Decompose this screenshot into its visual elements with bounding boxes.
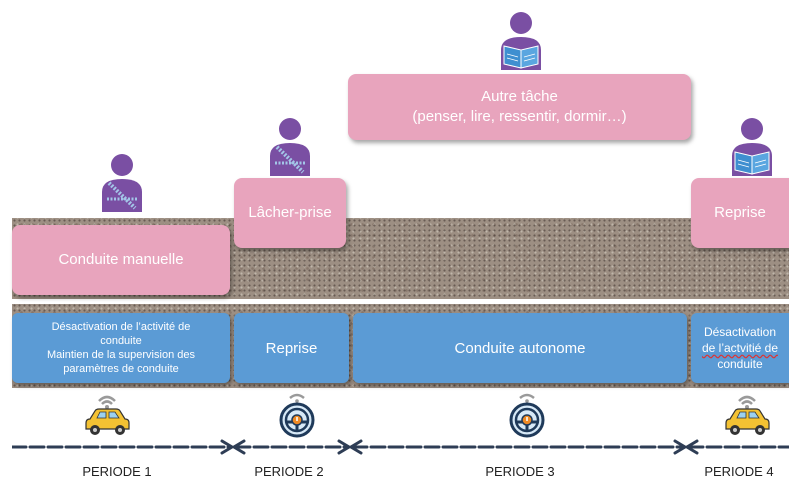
let-go-label: Lâcher-prise xyxy=(248,204,332,221)
takeover-system-box: Reprise xyxy=(234,313,349,383)
road-lane-marking xyxy=(12,299,789,304)
person-reading-icon xyxy=(496,10,546,70)
deactivation-line-2: conduite xyxy=(100,335,142,347)
connected-car-icon xyxy=(82,392,132,438)
takeover-system-label: Reprise xyxy=(265,339,318,357)
let-go-box: Lâcher-prise xyxy=(234,178,346,248)
manual-driving-label: Conduite manuelle xyxy=(58,251,184,268)
steering-wheel-icon-period-3 xyxy=(502,392,552,438)
manual-driving-box: Conduite manuelle xyxy=(12,225,230,295)
deactivation-line-1: Désactivation de l’activité de xyxy=(51,321,191,333)
deactivation-right-line-2: de l’actvitié de xyxy=(701,341,779,355)
person-reading-takeover-icon xyxy=(727,116,777,176)
other-task-examples: (penser, lire, ressentir, dormir…) xyxy=(412,108,627,125)
deactivation-supervision-box: Désactivation de l’activité de conduite … xyxy=(12,313,230,383)
autonomous-driving-label: Conduite autonome xyxy=(454,339,586,357)
autonomous-driving-box: Conduite autonome xyxy=(353,313,687,383)
takeover-driver-box: Reprise xyxy=(691,178,789,248)
steering-wheel-icon xyxy=(272,392,322,438)
period-label-4: PERIODE 4 xyxy=(704,464,774,479)
person-driving-relaxed-icon xyxy=(265,116,315,176)
deactivation-line-4: paramètres de conduite xyxy=(63,363,179,375)
deactivation-right-line-1: Désactivation xyxy=(703,325,777,339)
deactivation-box-right: Désactivation de l’actvitié de conduite xyxy=(691,313,789,383)
deactivation-right-line-3: conduite xyxy=(717,357,763,371)
period-label-1: PERIODE 1 xyxy=(82,464,152,479)
takeover-driver-label: Reprise xyxy=(714,204,766,221)
period-label-3: PERIODE 3 xyxy=(485,464,555,479)
person-driving-icon xyxy=(97,152,147,212)
period-label-2: PERIODE 2 xyxy=(254,464,324,479)
connected-car-icon-period-4 xyxy=(722,392,772,438)
timeline xyxy=(12,439,789,455)
other-task-title: Autre tâche xyxy=(481,88,558,105)
deactivation-line-3: Maintien de la supervision des xyxy=(47,349,195,361)
other-task-box: Autre tâche (penser, lire, ressentir, do… xyxy=(348,74,691,140)
